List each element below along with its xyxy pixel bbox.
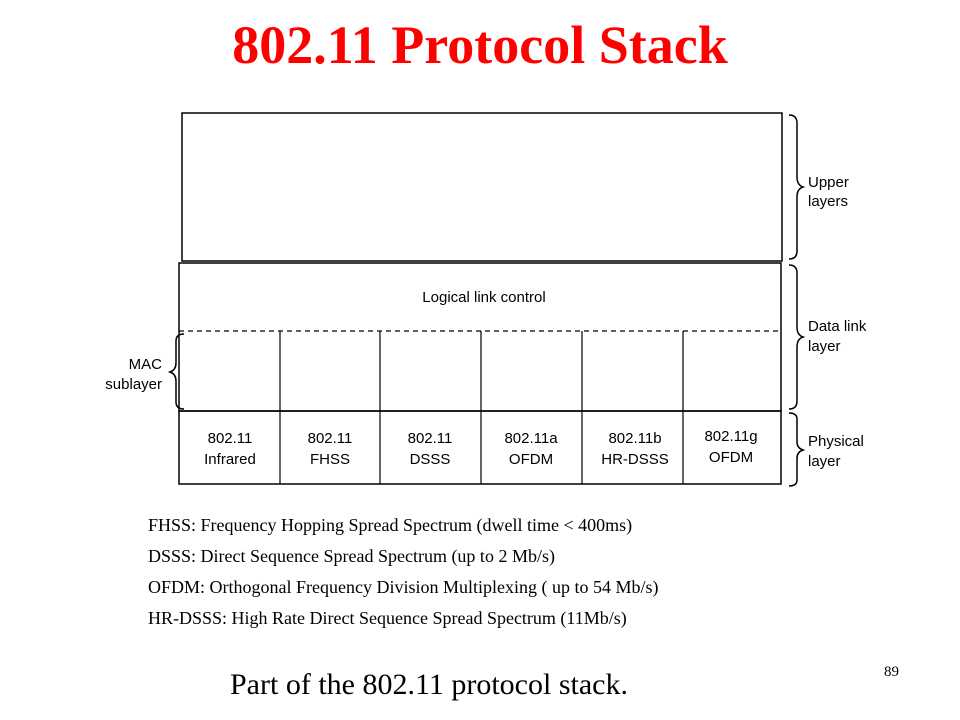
phy-labels: 802.11 Infrared 802.11 FHSS 802.11 DSSS … xyxy=(204,428,757,468)
physical-layer-box xyxy=(178,410,782,485)
phy-fhss-line2: FHSS xyxy=(310,451,350,468)
upper-layers-box xyxy=(181,112,783,262)
phy-hrdsss-line1: 802.11b xyxy=(608,430,661,447)
phy-ofdm-g-line2: OFDM xyxy=(709,449,753,466)
note-fhss: FHSS: Frequency Hopping Spread Spectrum … xyxy=(148,515,633,535)
figure-caption: Part of the 802.11 protocol stack. xyxy=(230,668,628,701)
phy-ofdm-a-line1: 802.11a xyxy=(504,430,558,447)
phy-fhss-line1: 802.11 xyxy=(308,430,353,447)
right-braces xyxy=(788,114,806,487)
mac-label-line1: MAC xyxy=(129,356,163,373)
page-title: 802.11 Protocol Stack xyxy=(232,15,728,75)
upper-layers-label-line1: Upper xyxy=(808,174,849,191)
upper-layers-label-line2: layers xyxy=(808,193,848,210)
abbreviation-notes: FHSS: Frequency Hopping Spread Spectrum … xyxy=(148,514,658,638)
phy-infrared-line2: Infrared xyxy=(204,451,256,468)
physical-layer-label-line2: layer xyxy=(808,453,841,470)
page-number: 89 xyxy=(884,664,899,680)
note-hrdsss: HR-DSSS: High Rate Direct Sequence Sprea… xyxy=(148,608,627,628)
phy-dsss-line1: 802.11 xyxy=(408,430,453,447)
layer-labels: Upper layers Data link layer Physical la… xyxy=(808,174,867,470)
physical-layer-brace xyxy=(788,412,806,487)
column-dividers xyxy=(279,331,684,484)
mac-label-line2: sublayer xyxy=(105,376,162,393)
phy-dsss-line2: DSSS xyxy=(410,451,451,468)
phy-infrared-line1: 802.11 xyxy=(208,430,253,447)
phy-ofdm-a-line2: OFDM xyxy=(509,451,553,468)
note-dsss: DSSS: Direct Sequence Spread Spectrum (u… xyxy=(148,546,555,566)
mac-sublayer-label: MAC sublayer xyxy=(105,356,162,393)
data-link-label-line2: layer xyxy=(808,338,841,355)
physical-layer-label-line1: Physical xyxy=(808,433,864,450)
data-link-brace xyxy=(788,264,806,410)
llc-label: Logical link control xyxy=(422,289,545,306)
data-link-label-line1: Data link xyxy=(808,318,867,335)
phy-ofdm-g-line1: 802.11g xyxy=(704,428,757,445)
data-link-box xyxy=(178,262,782,412)
note-ofdm: OFDM: Orthogonal Frequency Division Mult… xyxy=(148,577,659,597)
phy-hrdsss-line2: HR-DSSS xyxy=(601,451,669,468)
upper-layers-brace xyxy=(788,114,806,260)
mac-sublayer-brace xyxy=(167,333,185,410)
